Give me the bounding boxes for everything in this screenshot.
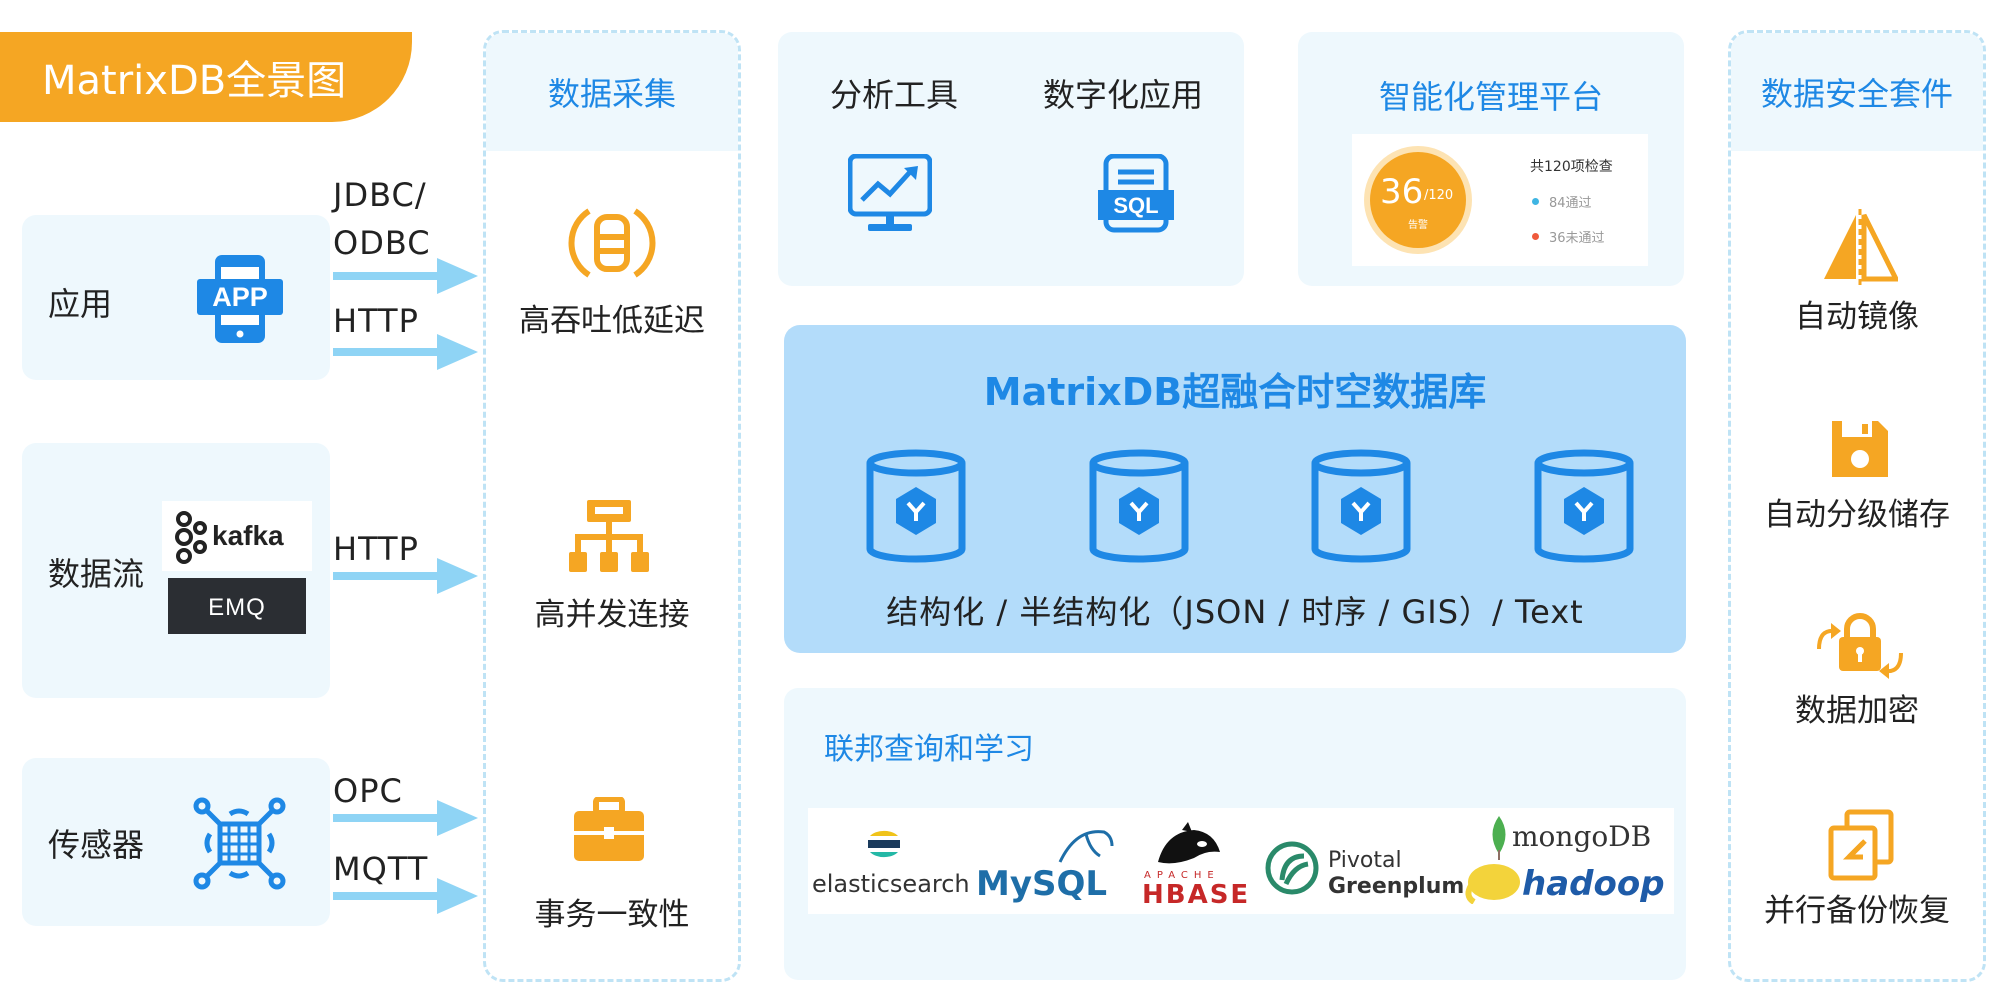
tools-panel: 分析工具 数字化应用 SQL xyxy=(778,32,1244,286)
sql-icon: SQL xyxy=(1096,153,1176,238)
security-heading: 数据安全套件 xyxy=(1731,33,1983,151)
failed-count: 36未通过 xyxy=(1549,231,1605,246)
mysql-logo: MySQL xyxy=(976,864,1108,904)
greenplum-logo: Greenplum xyxy=(1328,874,1465,899)
federation-panel: 联邦查询和学习 elasticsearch MySQL APACHE HBASE… xyxy=(784,688,1686,980)
dolphin-icon xyxy=(1056,822,1116,870)
sensor-chip-icon xyxy=(192,796,287,895)
pivotal-logo: Pivotal xyxy=(1328,848,1402,873)
security-feature-encryption: 数据加密 xyxy=(1795,693,1919,729)
floppy-disk-icon xyxy=(1828,417,1892,485)
mongodb-logo: mongoDB xyxy=(1512,820,1652,853)
passed-count: 84通过 xyxy=(1549,196,1592,211)
ingest-feature-concurrency: 高并发连接 xyxy=(534,597,690,633)
cylinder-icon-1 xyxy=(864,449,968,569)
failed-dot-icon xyxy=(1532,233,1539,240)
protocol-mqtt: MQTT xyxy=(333,850,429,888)
elasticsearch-icon xyxy=(864,824,904,864)
ingest-feature-transaction: 事务一致性 xyxy=(534,897,690,933)
app-icon: APP xyxy=(195,253,285,351)
core-data-types: 结构化 / 半结构化（JSON / 时序 / GIS）/ Text xyxy=(886,593,1584,631)
passed-dot-icon xyxy=(1532,198,1539,205)
arrow-http-app xyxy=(333,332,478,372)
elasticsearch-logo: elasticsearch xyxy=(812,870,970,898)
tool-label-digital-app: 数字化应用 xyxy=(1043,76,1204,114)
security-feature-tiered-storage: 自动分级储存 xyxy=(1764,497,1950,533)
protocol-odbc: ODBC xyxy=(333,224,431,262)
core-database-panel: MatrixDB超融合时空数据库 结构化 / 半结构化（JSON / 时序 / … xyxy=(784,325,1686,653)
monitor-chart-icon xyxy=(847,153,933,238)
core-title: MatrixDB超融合时空数据库 xyxy=(983,370,1487,414)
protocol-opc: OPC xyxy=(333,772,403,810)
database-icon xyxy=(567,203,657,287)
management-heading: 智能化管理平台 xyxy=(1378,78,1603,116)
score-sub: 告警 xyxy=(1408,220,1428,231)
federation-title: 联邦查询和学习 xyxy=(824,732,1034,767)
sql-icon-text: SQL xyxy=(1113,193,1158,218)
protocol-http-stream: HTTP xyxy=(333,530,419,568)
diagram-title: MatrixDB全景图 xyxy=(0,32,412,122)
source-box-sensor: 传感器 xyxy=(22,758,330,926)
source-label-app: 应用 xyxy=(48,285,113,323)
briefcase-icon xyxy=(574,796,644,867)
kafka-text: kafka xyxy=(212,520,284,551)
app-icon-text: APP xyxy=(212,282,268,312)
cylinder-icon-2 xyxy=(1087,449,1191,569)
mirror-icon xyxy=(1822,209,1901,289)
hadoop-logo: hadoop xyxy=(1522,864,1665,904)
source-label-sensor: 传感器 xyxy=(48,826,145,864)
security-feature-backup: 并行备份恢复 xyxy=(1764,893,1950,929)
ingest-heading: 数据采集 xyxy=(486,33,738,151)
greenplum-icon xyxy=(1264,840,1320,900)
cylinder-icon-4 xyxy=(1532,449,1636,569)
arrow-opc xyxy=(333,798,478,838)
org-chart-icon xyxy=(569,498,649,578)
security-feature-mirror: 自动镜像 xyxy=(1795,299,1919,335)
kafka-logo: kafka xyxy=(162,501,312,571)
apache-logo-text: APACHE xyxy=(1144,870,1220,881)
arrow-jdbc xyxy=(333,256,478,296)
protocol-jdbc: JDBC/ xyxy=(333,176,427,214)
cylinder-icon-3 xyxy=(1309,449,1413,569)
health-check-card: 36 /120 告警 共120项检查 84通过 36未通过 xyxy=(1352,134,1648,266)
check-title: 共120项检查 xyxy=(1530,159,1613,175)
federation-logo-strip: elasticsearch MySQL APACHE HBASE Pivotal… xyxy=(808,808,1674,914)
source-box-app: 应用 APP xyxy=(22,215,330,380)
arrow-http-stream xyxy=(333,556,478,596)
source-label-stream: 数据流 xyxy=(48,555,145,593)
hbase-logo: HBASE xyxy=(1142,880,1251,910)
protocol-http-app: HTTP xyxy=(333,302,419,340)
mongodb-leaf-icon xyxy=(1488,814,1510,864)
score-value: 36 xyxy=(1380,172,1424,212)
arrow-mqtt xyxy=(333,876,478,916)
score-ring xyxy=(1364,146,1472,254)
hadoop-elephant-icon xyxy=(1464,860,1524,908)
ingest-feature-throughput: 高吞吐低延迟 xyxy=(519,303,705,339)
ingest-column: 数据采集 高吞吐低延迟 高并发连接 事务一致性 xyxy=(483,30,741,982)
parallel-copy-icon xyxy=(1827,809,1895,885)
management-panel: 智能化管理平台 36 /120 告警 共120项检查 84通过 36未通过 xyxy=(1298,32,1684,286)
emq-text: EMQ xyxy=(208,594,266,621)
source-box-stream: 数据流 kafka EMQ xyxy=(22,443,330,698)
emq-logo: EMQ xyxy=(168,578,306,634)
tool-label-analysis: 分析工具 xyxy=(830,76,959,114)
lock-sync-icon xyxy=(1815,609,1905,693)
security-column: 数据安全套件 自动镜像 自动分级储存 数据加密 xyxy=(1728,30,1986,982)
orca-icon xyxy=(1154,822,1224,872)
score-total: /120 xyxy=(1424,188,1454,203)
